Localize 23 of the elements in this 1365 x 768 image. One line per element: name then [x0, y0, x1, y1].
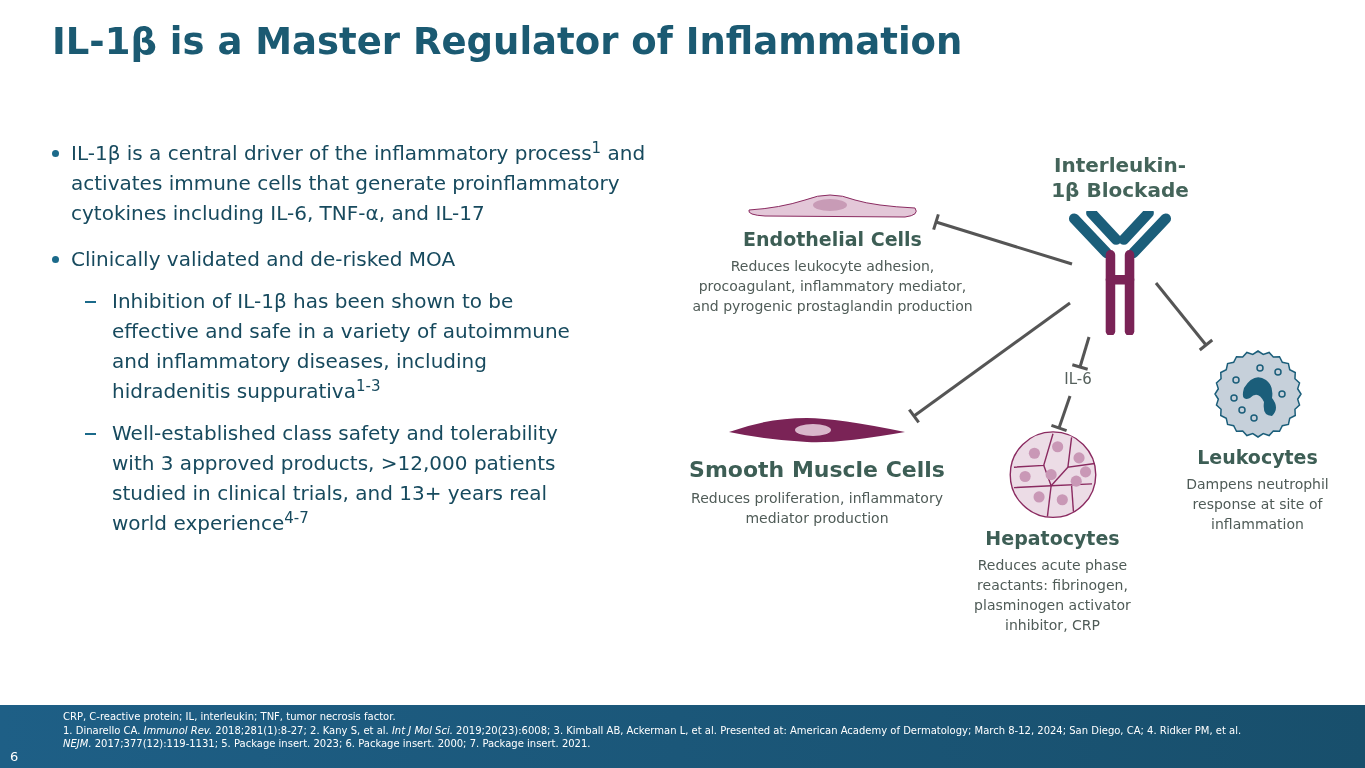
inhibition-line	[1070, 336, 1091, 371]
effect-description: Reduces leukocyte adhesion, procoagulant, inflammatory mediator, and pyrogenic prostaglandin production	[691, 256, 974, 316]
inhibition-line	[932, 212, 1073, 266]
slide-title: IL-1β is a Master Regulator of Inflammation	[52, 19, 963, 65]
references-text: 1. Dinarello CA. Immunol Rev. 2018;281(1):8-27; 2. Kany S, et al. Int J Mol Sci. 2019;20(23):6008; 3. Kimball AB, Ackerman L, et al. Presented at: American Academy of Dermatology; March 8-12, 2024; San Diego, CA; 4. Ridker PM, et al. NEJM. 2017;377(12):119-1131; 5. Package insert. 2023; 6. Package insert. 2000; 7. Package insert. 2021.	[63, 724, 1243, 750]
page-number: 6	[10, 748, 19, 766]
cell-type-heading: Leukocytes	[1197, 446, 1318, 470]
abbreviations-note: CRP, C-reactive protein; IL, interleukin; TNF, tumor necrosis factor.	[63, 711, 396, 723]
cytokine-label: IL-6	[1058, 368, 1098, 390]
cell-type-heading: Interleukin-1β Blockade	[1050, 153, 1190, 203]
inhibition-line	[907, 301, 1071, 424]
inhibition-line	[1049, 395, 1072, 433]
bullet-text: IL-1β is a central driver of the inflammatory process$^{1}$ and activates immune cells that generate proinflammatory cytokines including IL-6, TNF-α, and IL-17	[71, 138, 647, 227]
cell-type-heading: Smooth Muscle Cells	[689, 456, 945, 484]
inhibition-line	[1154, 282, 1214, 352]
sub-bullet-text: Inhibition of IL-1β has been shown to be effective and safe in a variety of autoimmune and inflammatory diseases, including hidradenitis suppurativa$^{1-3}$	[112, 288, 571, 405]
sub-bullet-text: Well-established class safety and tolerability with 3 approved products, >12,000 patients studied in clinical trials, and 13+ years real world experience$^{4-7}$	[112, 420, 559, 537]
cell-type-heading: Endothelial Cells	[743, 228, 922, 252]
effect-description: Reduces proliferation, inflammatory mediator production	[690, 488, 944, 528]
bullet-text: Clinically validated and de-risked MOA	[71, 246, 456, 273]
effect-description: Dampens neutrophil response at site of inflammation	[1185, 474, 1330, 534]
cell-type-heading: Hepatocytes	[985, 527, 1120, 551]
effect-description: Reduces acute phase reactants: fibrinogen, plasminogen activator inhibitor, CRP	[973, 556, 1132, 635]
